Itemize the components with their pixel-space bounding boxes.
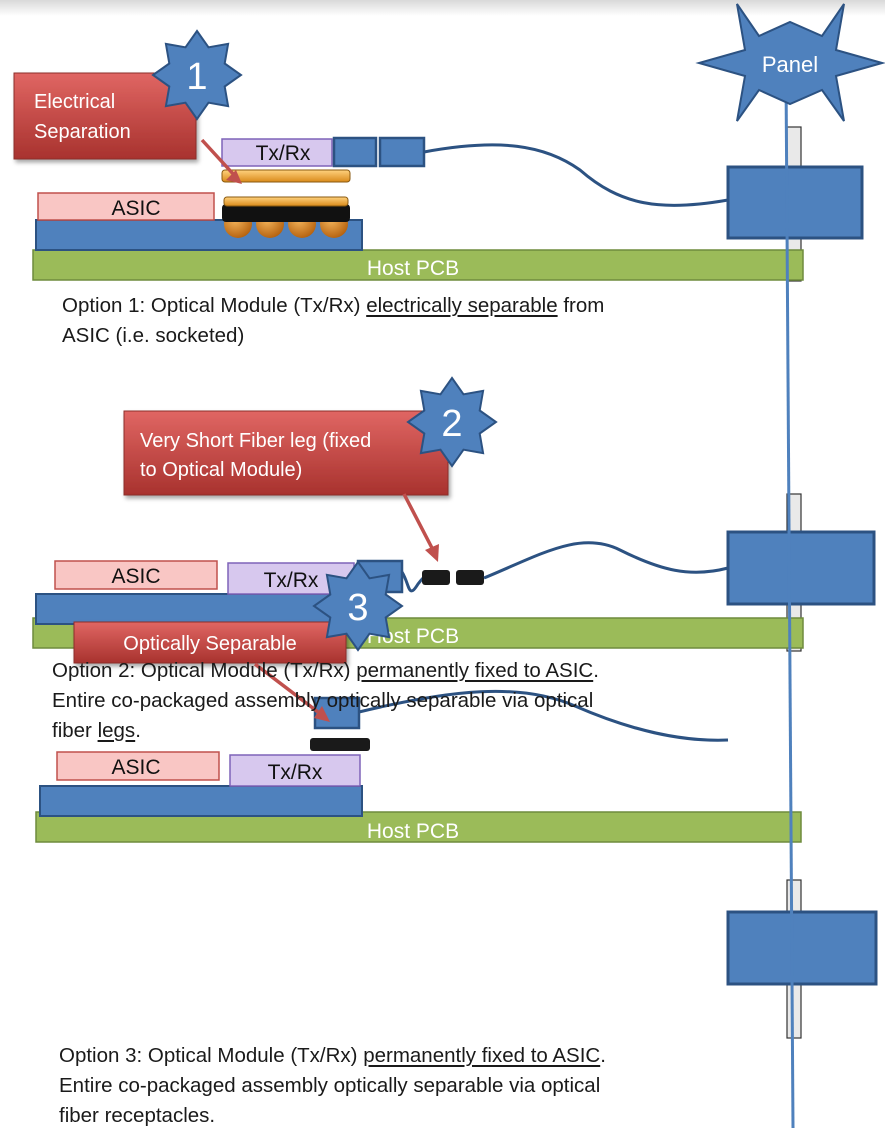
- panel-line: [784, 73, 795, 1128]
- badge-2-label: 2: [441, 403, 462, 445]
- panel-star: [695, 3, 885, 122]
- asic-label-2: ASIC: [111, 565, 160, 588]
- callout-3-line1: Optically Separable: [123, 633, 296, 655]
- asic-3: [56, 751, 220, 781]
- substrate-3: [39, 785, 363, 817]
- host-pcb-label-2: Host PCB: [367, 625, 459, 648]
- socket-gold: [223, 196, 349, 207]
- panel-label: Panel: [762, 52, 818, 77]
- arrow-2-head: [425, 544, 439, 562]
- fiber-leg-2: [400, 571, 426, 593]
- badge-3-label: 3: [347, 587, 368, 629]
- txrx-1: [221, 138, 333, 167]
- arrow-3: [253, 662, 320, 714]
- badge-1: 1: [151, 29, 243, 121]
- caption-option-2: Option 2: Optical Module (Tx/Rx) permane…: [52, 659, 599, 742]
- substrate-2: [35, 593, 363, 625]
- arrow-1-head: [226, 170, 242, 184]
- asic-2: [54, 560, 218, 590]
- arrow-3-head: [314, 706, 330, 722]
- fiber-3: [358, 689, 729, 742]
- callout-2-line2: to Optical Module): [140, 459, 302, 481]
- top-band: [0, 0, 885, 16]
- txrx-label-2: Tx/Rx: [264, 569, 319, 592]
- panel-adapter-1: [726, 165, 864, 240]
- callout-3-visual: [73, 621, 347, 664]
- fiber-connector-2a: [422, 570, 450, 585]
- receptacle-3: [310, 738, 370, 751]
- badge-1-label: 1: [186, 56, 207, 98]
- callout-2-line1: Very Short Fiber leg (fixed: [140, 430, 371, 452]
- badge-3-star: [312, 560, 404, 652]
- txrx-3: [229, 754, 361, 787]
- asic-label-1: ASIC: [111, 197, 160, 220]
- optical-connector-1b: [378, 136, 426, 168]
- socket-plate: [221, 169, 351, 183]
- asic-1: [37, 192, 215, 221]
- badge-2: 2: [406, 376, 498, 468]
- callout-1-line1: Electrical: [34, 91, 115, 113]
- optical-connector-1a: [332, 136, 378, 168]
- badge-3: 3: [312, 560, 404, 652]
- caption-option-1: Option 1: Optical Module (Tx/Rx) electri…: [62, 294, 605, 347]
- badge-2-star: [406, 376, 498, 468]
- arrow-1: [200, 138, 237, 178]
- txrx-label-3: Tx/Rx: [268, 761, 323, 784]
- panel-adapter-3: [726, 910, 878, 986]
- host-pcb-1: [32, 249, 804, 281]
- fiber-1: [423, 143, 729, 207]
- panel-badge: Panel: [695, 3, 885, 122]
- socket-base: [222, 204, 350, 222]
- caption-option-3: Option 3: Optical Module (Tx/Rx) permane…: [59, 1044, 606, 1127]
- host-pcb-label-1: Host PCB: [367, 257, 459, 280]
- callout-1-line2: Separation: [34, 121, 131, 143]
- callout-2: [123, 410, 449, 496]
- txrx-label-1: Tx/Rx: [256, 142, 311, 165]
- arrow-2: [402, 493, 434, 549]
- fiber-connector-2b: [456, 570, 484, 585]
- fiber-2: [483, 541, 729, 580]
- panel-adapter-2: [726, 530, 876, 606]
- asic-label-3: ASIC: [111, 756, 160, 779]
- host-pcb-label-3: Host PCB: [367, 820, 459, 843]
- callout-1: [13, 72, 197, 160]
- badge-1-star: [151, 29, 243, 121]
